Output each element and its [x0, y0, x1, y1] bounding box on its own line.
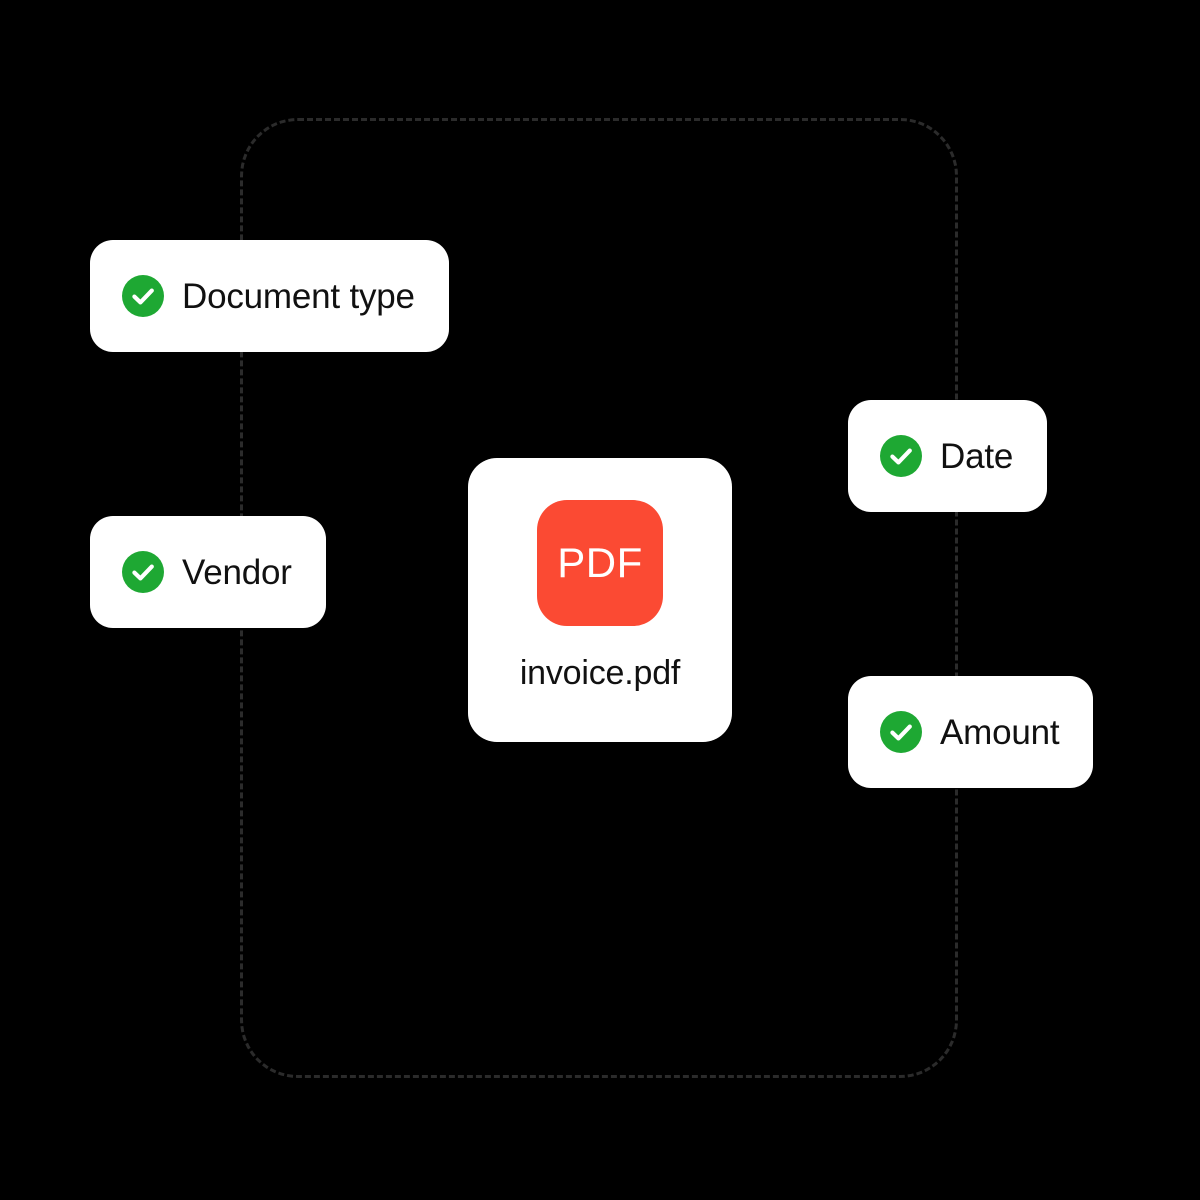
check-circle-icon — [880, 435, 922, 477]
file-name-label: invoice.pdf — [519, 654, 681, 692]
pdf-badge-label: PDF — [557, 539, 643, 586]
check-circle-icon — [880, 711, 922, 753]
chip-label: Document type — [182, 276, 415, 316]
check-circle-icon — [122, 275, 164, 317]
file-card[interactable]: PDF invoice.pdf — [468, 458, 732, 742]
pdf-file-icon: PDF — [537, 500, 663, 626]
extracted-field-chip-vendor[interactable]: Vendor — [90, 516, 326, 628]
chip-label: Date — [940, 436, 1014, 476]
check-circle-icon — [122, 551, 164, 593]
chip-label: Amount — [940, 712, 1060, 752]
chip-label: Vendor — [182, 552, 292, 592]
extracted-field-chip-amount[interactable]: Amount — [848, 676, 1094, 788]
extracted-field-chip-date[interactable]: Date — [848, 400, 1048, 512]
extracted-field-chip-document-type[interactable]: Document type — [90, 240, 449, 352]
